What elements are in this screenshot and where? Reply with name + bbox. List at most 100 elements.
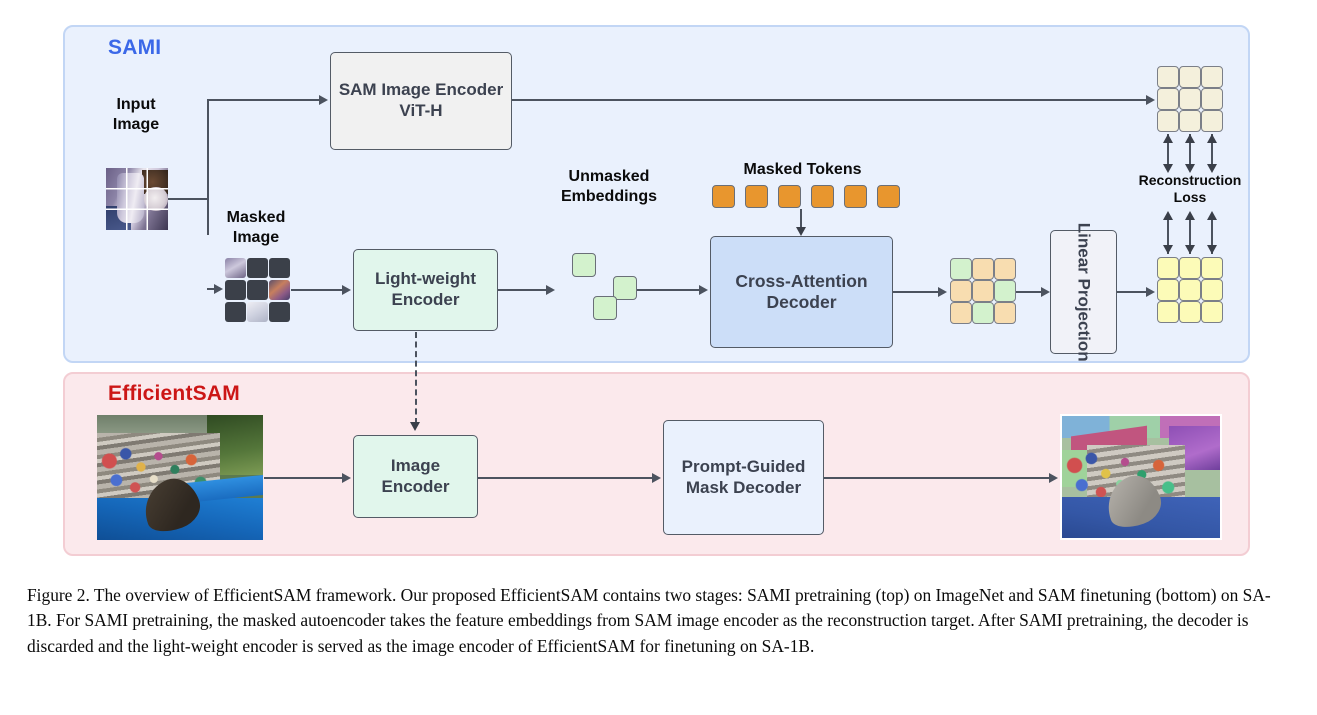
arrowhead-weight-transfer bbox=[410, 422, 420, 431]
grid-cell bbox=[1201, 110, 1223, 132]
arrowhead-to-mixed-grid bbox=[938, 286, 947, 297]
loss-arrow-right-lower-up bbox=[1206, 211, 1217, 220]
loss-line-right-lower bbox=[1211, 220, 1214, 254]
arrowhead-to-mask-decoder bbox=[652, 472, 661, 483]
loss-arrow-mid-lower-up bbox=[1184, 211, 1195, 220]
loss-arrow-mid-down bbox=[1184, 164, 1195, 173]
masked-token-chip bbox=[712, 185, 735, 208]
linear-projection-label: Linear Projection bbox=[1074, 222, 1094, 362]
loss-line-left-lower bbox=[1167, 220, 1170, 254]
light-weight-encoder-label: Light-weight Encoder bbox=[374, 269, 477, 309]
grid-cell bbox=[994, 280, 1016, 302]
grid-cell bbox=[1201, 88, 1223, 110]
loss-arrow-right-up bbox=[1206, 134, 1217, 143]
grid-cell bbox=[994, 258, 1016, 280]
grid-cell bbox=[1201, 301, 1223, 323]
grid-cell bbox=[1157, 66, 1179, 88]
efficientsam-input-photo bbox=[97, 415, 263, 540]
light-weight-encoder-box[interactable]: Light-weight Encoder bbox=[353, 249, 498, 331]
masked-token-chip bbox=[877, 185, 900, 208]
masked-token-chip bbox=[811, 185, 834, 208]
grid-cell bbox=[1179, 110, 1201, 132]
reconstruction-output-grid bbox=[1157, 257, 1223, 323]
masked-image-cell-masked bbox=[225, 279, 246, 301]
image-encoder-box[interactable]: Image Encoder bbox=[353, 435, 478, 518]
edge-masked-image-to-light-encoder bbox=[291, 289, 342, 292]
edge-split-vertical bbox=[207, 100, 210, 235]
masked-image-cell-masked bbox=[247, 258, 268, 279]
grid-cell bbox=[1179, 257, 1201, 279]
grid-cell bbox=[972, 258, 994, 280]
sami-panel-title: SAMI bbox=[108, 36, 162, 59]
masked-token-chip bbox=[844, 185, 867, 208]
edge-mask-decoder-to-output bbox=[824, 477, 1049, 480]
unmasked-embedding-chip bbox=[572, 253, 596, 277]
masked-tokens-label: Masked Tokens bbox=[743, 161, 862, 178]
edge-linear-projection-to-output-grid bbox=[1117, 291, 1146, 294]
edge-photo-to-image-encoder bbox=[264, 477, 342, 480]
grid-cell bbox=[1201, 257, 1223, 279]
edge-xattn-to-mixed-grid bbox=[893, 291, 938, 294]
grid-cell bbox=[1157, 110, 1179, 132]
grid-cell bbox=[1201, 279, 1223, 301]
edge-mixed-grid-to-linear-projection bbox=[1016, 291, 1041, 294]
edge-image-encoder-to-mask-decoder bbox=[478, 477, 652, 480]
cross-attention-decoder-label: Cross-Attention Decoder bbox=[735, 270, 868, 312]
sam-image-encoder-box[interactable]: SAM Image Encoder ViT-H bbox=[330, 52, 512, 150]
linear-projection-box[interactable]: Linear Projection bbox=[1050, 223, 1117, 361]
grid-cell bbox=[1157, 301, 1179, 323]
edge-light-encoder-to-embeddings bbox=[498, 289, 546, 292]
arrowhead-tokens-to-xattn bbox=[796, 227, 806, 236]
loss-arrow-mid-up bbox=[1184, 134, 1195, 143]
edge-split-to-sam-encoder bbox=[207, 99, 319, 102]
loss-arrow-mid-lower-down bbox=[1184, 245, 1195, 254]
input-image-thumbnail bbox=[106, 168, 168, 230]
masked-image-cell-visible bbox=[225, 258, 246, 279]
image-encoder-label: Image Encoder bbox=[381, 455, 450, 496]
arrowhead-to-linear-projection bbox=[1041, 286, 1050, 297]
edge-tokens-to-xattn bbox=[800, 209, 803, 229]
grid-cell bbox=[1157, 88, 1179, 110]
loss-arrow-left-lower-down bbox=[1162, 245, 1173, 254]
input-image-patch-gridlines bbox=[106, 168, 168, 230]
masked-image-thumbnail bbox=[225, 258, 290, 322]
arrowhead-to-masked-image bbox=[214, 283, 223, 294]
unmasked-embedding-chip bbox=[613, 276, 637, 300]
prompt-guided-mask-decoder-label: Prompt-Guided Mask Decoder bbox=[681, 456, 806, 497]
masked-image-cell-visible bbox=[269, 279, 290, 301]
grid-cell bbox=[1179, 66, 1201, 88]
unmasked-embeddings-label: Unmasked Embeddings bbox=[560, 168, 657, 205]
masked-image-cell-masked bbox=[269, 301, 290, 322]
prompt-guided-mask-decoder-box[interactable]: Prompt-Guided Mask Decoder bbox=[663, 420, 824, 535]
loss-arrow-left-lower-up bbox=[1162, 211, 1173, 220]
arrowhead-to-light-encoder bbox=[342, 284, 351, 295]
cross-attention-decoder-box[interactable]: Cross-Attention Decoder bbox=[710, 236, 893, 348]
grid-cell bbox=[994, 302, 1016, 324]
efficientsam-output-photo bbox=[1060, 414, 1222, 540]
grid-cell bbox=[1157, 257, 1179, 279]
arrowhead-to-output-photo bbox=[1049, 472, 1058, 483]
loss-line-left-upper bbox=[1167, 134, 1170, 168]
loss-arrow-left-down bbox=[1162, 164, 1173, 173]
loss-line-right-upper bbox=[1211, 134, 1214, 168]
loss-line-mid-lower bbox=[1189, 220, 1192, 254]
arrowhead-to-sam-encoder bbox=[319, 94, 328, 105]
grid-cell bbox=[950, 280, 972, 302]
masked-image-cell-masked bbox=[225, 301, 246, 322]
loss-arrow-left-up bbox=[1162, 134, 1173, 143]
edge-weight-transfer-dashed bbox=[415, 332, 417, 424]
masked-image-cell-visible bbox=[247, 301, 268, 322]
efficientsam-panel-title: EfficientSAM bbox=[108, 382, 240, 405]
masked-token-chip bbox=[778, 185, 801, 208]
loss-line-mid-upper bbox=[1189, 134, 1192, 168]
input-image-label: Input Image bbox=[112, 96, 160, 133]
masked-image-cell-masked bbox=[247, 279, 268, 301]
masked-token-chip bbox=[745, 185, 768, 208]
reconstruction-target-grid bbox=[1157, 66, 1223, 132]
edge-split-to-masked-image bbox=[207, 288, 215, 291]
edge-embeddings-to-xattn bbox=[637, 289, 699, 292]
loss-arrow-right-down bbox=[1206, 164, 1217, 173]
figure-caption: Figure 2. The overview of EfficientSAM f… bbox=[27, 585, 1271, 656]
sam-image-encoder-label: SAM Image Encoder ViT-H bbox=[338, 80, 504, 120]
